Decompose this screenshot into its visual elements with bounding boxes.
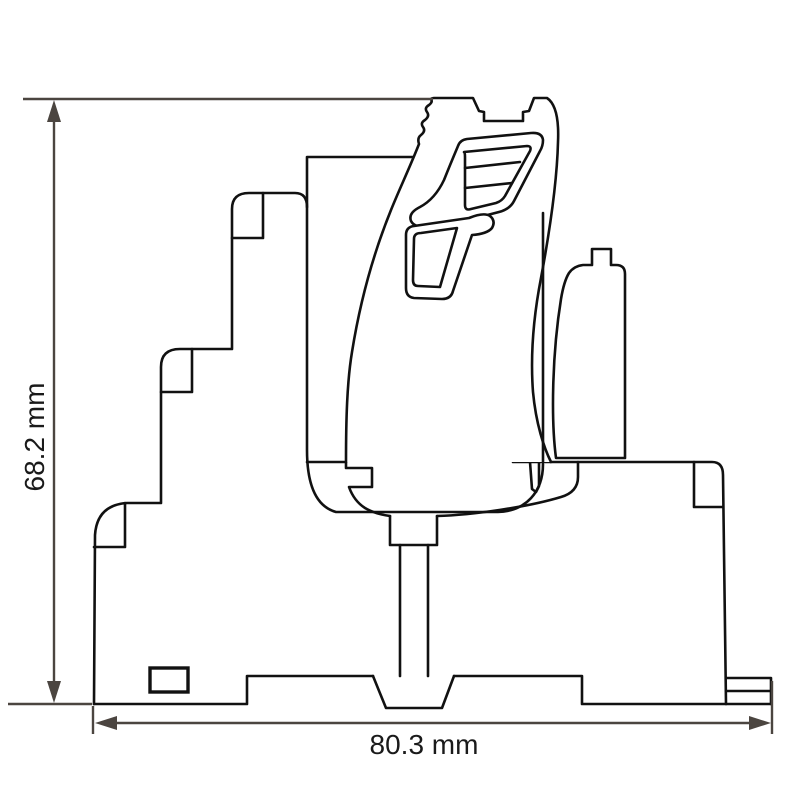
socket-top-right-notch [692, 460, 725, 509]
rail-foot-trapezoid [371, 674, 456, 710]
rail-release-tab-bars [724, 676, 773, 706]
socket-surface-left-and-tooth [305, 460, 392, 518]
relay-case [305, 155, 545, 514]
height-dimension-label: 68.2 mm [19, 383, 50, 492]
socket-funnel-right [435, 460, 580, 518]
socket-left-step-profile [92, 191, 309, 706]
ejector-lever [344, 96, 560, 464]
width-arrow-right [749, 716, 771, 730]
socket-bottom-right [452, 674, 773, 706]
width-arrow-left [95, 716, 117, 730]
lever-lower-window [404, 213, 495, 301]
socket-step-notch-bottom [92, 501, 127, 549]
plunger-stem [398, 543, 430, 678]
lever-upper-window-divider-1 [463, 160, 522, 170]
width-dimension-label: 80.3 mm [370, 729, 479, 760]
retaining-clip-outline [551, 247, 627, 460]
socket-bottom-left [92, 674, 375, 706]
socket-body [92, 191, 773, 710]
socket-step-notch-middle [159, 347, 194, 394]
relay-case-outline [305, 155, 545, 514]
lever-upper-window [409, 131, 545, 229]
height-arrow-up [47, 100, 61, 122]
plunger-block [388, 514, 439, 547]
dimension-annotations: 68.2 mm 80.3 mm [8, 97, 774, 760]
socket-step-notch-top [230, 191, 265, 240]
retaining-clip [551, 247, 627, 460]
height-arrow-down [47, 681, 61, 703]
lever-outline [344, 96, 560, 464]
lever-upper-window-divider-2 [463, 181, 514, 190]
socket-surface-right-edge [511, 460, 728, 706]
socket-label-recess [148, 666, 190, 694]
